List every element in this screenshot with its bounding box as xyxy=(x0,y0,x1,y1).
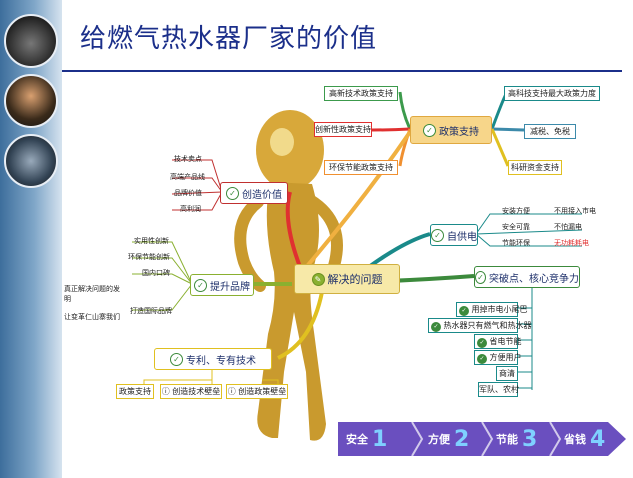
brand-item-1: 实用性创新 xyxy=(134,237,169,245)
breakthrough-item-2: ✓ 热水器只有燃气和热水器 xyxy=(428,318,532,333)
check-icon: ✓ xyxy=(459,306,469,316)
policy-item-1: 高新技术政策支持 xyxy=(324,86,398,101)
breakthrough-item-4: ✓ 方便用户 xyxy=(474,350,522,365)
self-power-b-3: 无功耗耗电 xyxy=(554,239,589,247)
breakthrough-item-5: 商清 xyxy=(496,366,518,381)
connector-lines xyxy=(132,91,583,441)
breakthrough-item-1: ✓ 用掉市电小尾巴 xyxy=(456,302,528,317)
patent-item-3: ⓘ 创造政策壁垒 xyxy=(226,384,288,399)
check-icon: ✓ xyxy=(194,278,207,292)
brand-item-5: 让变革仁山寨我们 xyxy=(64,313,120,321)
self-power-b-1: 不用接入市电 xyxy=(554,207,596,215)
breakthrough-item-3: ✓ 省电节能 xyxy=(474,334,522,349)
info-icon: ⓘ xyxy=(161,387,173,396)
policy-item-6: 科研资金支持 xyxy=(508,160,562,175)
mind-map: ✓政策支持 高新技术政策支持 创新性政策支持 环保节能政策支持 高科技支持最大政… xyxy=(62,72,633,478)
breakthrough-hub: ✓突破点、核心竞争力 xyxy=(474,266,580,288)
brand-hub: ✓提升品牌 xyxy=(190,274,254,296)
brand-item-2: 环保节能创新 xyxy=(128,253,170,261)
business-person-photo xyxy=(4,74,58,128)
breakthrough-item-6: 军队、农村 xyxy=(478,382,519,397)
leaf-icon: ✎ xyxy=(311,272,325,286)
check-icon: ✓ xyxy=(477,354,487,364)
brand-item-4: 真正解决问题的发明 xyxy=(64,285,120,303)
policy-item-2: 创新性政策支持 xyxy=(314,122,372,137)
check-icon: ✓ xyxy=(170,352,183,366)
patent-item-1: 政策支持 xyxy=(116,384,154,399)
check-icon: ✓ xyxy=(477,338,487,348)
check-icon: ✓ xyxy=(431,228,444,242)
info-icon: ⓘ xyxy=(227,387,239,396)
policy-item-4: 高科技支持最大政策力度 xyxy=(504,86,600,101)
policy-item-5: 减税、免税 xyxy=(524,124,576,139)
runners-photo xyxy=(4,134,58,188)
innovation-item-3: 品牌价值 xyxy=(174,189,202,197)
check-icon: ✓ xyxy=(431,322,441,332)
create-value-hub: ✓创造价值 xyxy=(220,182,288,204)
brand-item-6: 打造国际品牌 xyxy=(130,307,172,315)
check-icon: ✓ xyxy=(423,123,436,137)
self-power-a-1: 安装方便 xyxy=(502,207,530,215)
self-power-a-2: 安全可靠 xyxy=(502,223,530,231)
innovation-item-2: 高端产品线 xyxy=(170,173,205,181)
check-icon: ✓ xyxy=(475,270,486,284)
self-power-b-2: 不怕漏电 xyxy=(554,223,582,231)
sidebar xyxy=(0,0,62,478)
patent-item-2: ⓘ 创造技术壁垒 xyxy=(160,384,222,399)
policy-item-3: 环保节能政策支持 xyxy=(324,160,398,175)
self-power-a-3: 节能环保 xyxy=(502,239,530,247)
check-icon: ✓ xyxy=(226,186,239,200)
innovation-item-4: 高利润 xyxy=(180,205,201,213)
policy-support-hub: ✓政策支持 xyxy=(410,116,492,144)
self-power-hub: ✓自供电 xyxy=(430,224,478,246)
golden-figure-icon xyxy=(234,110,343,441)
innovation-item-1: 技术卖点 xyxy=(174,155,202,163)
patent-hub: ✓专利、专有技术 xyxy=(154,348,272,370)
arrow-bar-shape xyxy=(338,422,626,456)
laptop-photo xyxy=(4,14,58,68)
title-underline xyxy=(62,70,622,72)
center-hub: ✎解决的问题 xyxy=(294,264,400,294)
brand-item-3: 国内口碑 xyxy=(142,269,170,277)
page-title: 给燃气热水器厂家的价值 xyxy=(80,24,378,54)
